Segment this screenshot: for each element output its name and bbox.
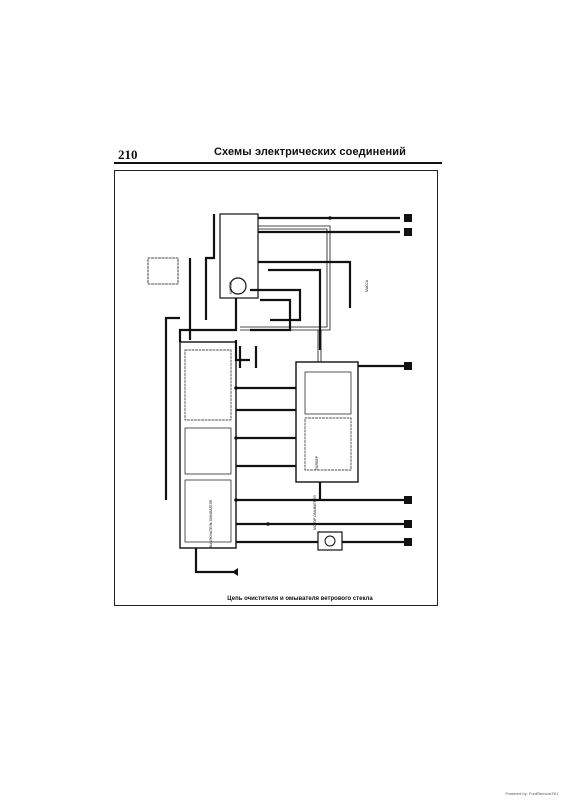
diagram-frame <box>114 170 438 606</box>
header-rule <box>114 162 442 164</box>
timer-module <box>295 361 359 483</box>
wiper-motor-assembly <box>219 213 259 299</box>
motor-label: МОТОР <box>229 281 233 294</box>
diagram-caption: Цепь очистителя и омывателя ветрового ст… <box>227 596 373 602</box>
timer-label: ТАЙМЕР <box>315 455 319 470</box>
washer-motor-label: МОТОР ОМЫВАТЕЛЯ <box>313 495 317 530</box>
washer-switch-label: ВЫКЛЮЧАТЕЛЬ ОМЫВАТЕЛЯ <box>209 499 213 548</box>
washer-motor <box>317 531 343 551</box>
footer-credit: Powered by: FordRemont.RU <box>505 791 558 796</box>
wiper-switch-module <box>179 341 237 549</box>
page-title: Схемы электрических соединений <box>214 146 407 158</box>
page-number: 210 <box>118 147 138 162</box>
ground-label: МАССА <box>365 279 369 292</box>
